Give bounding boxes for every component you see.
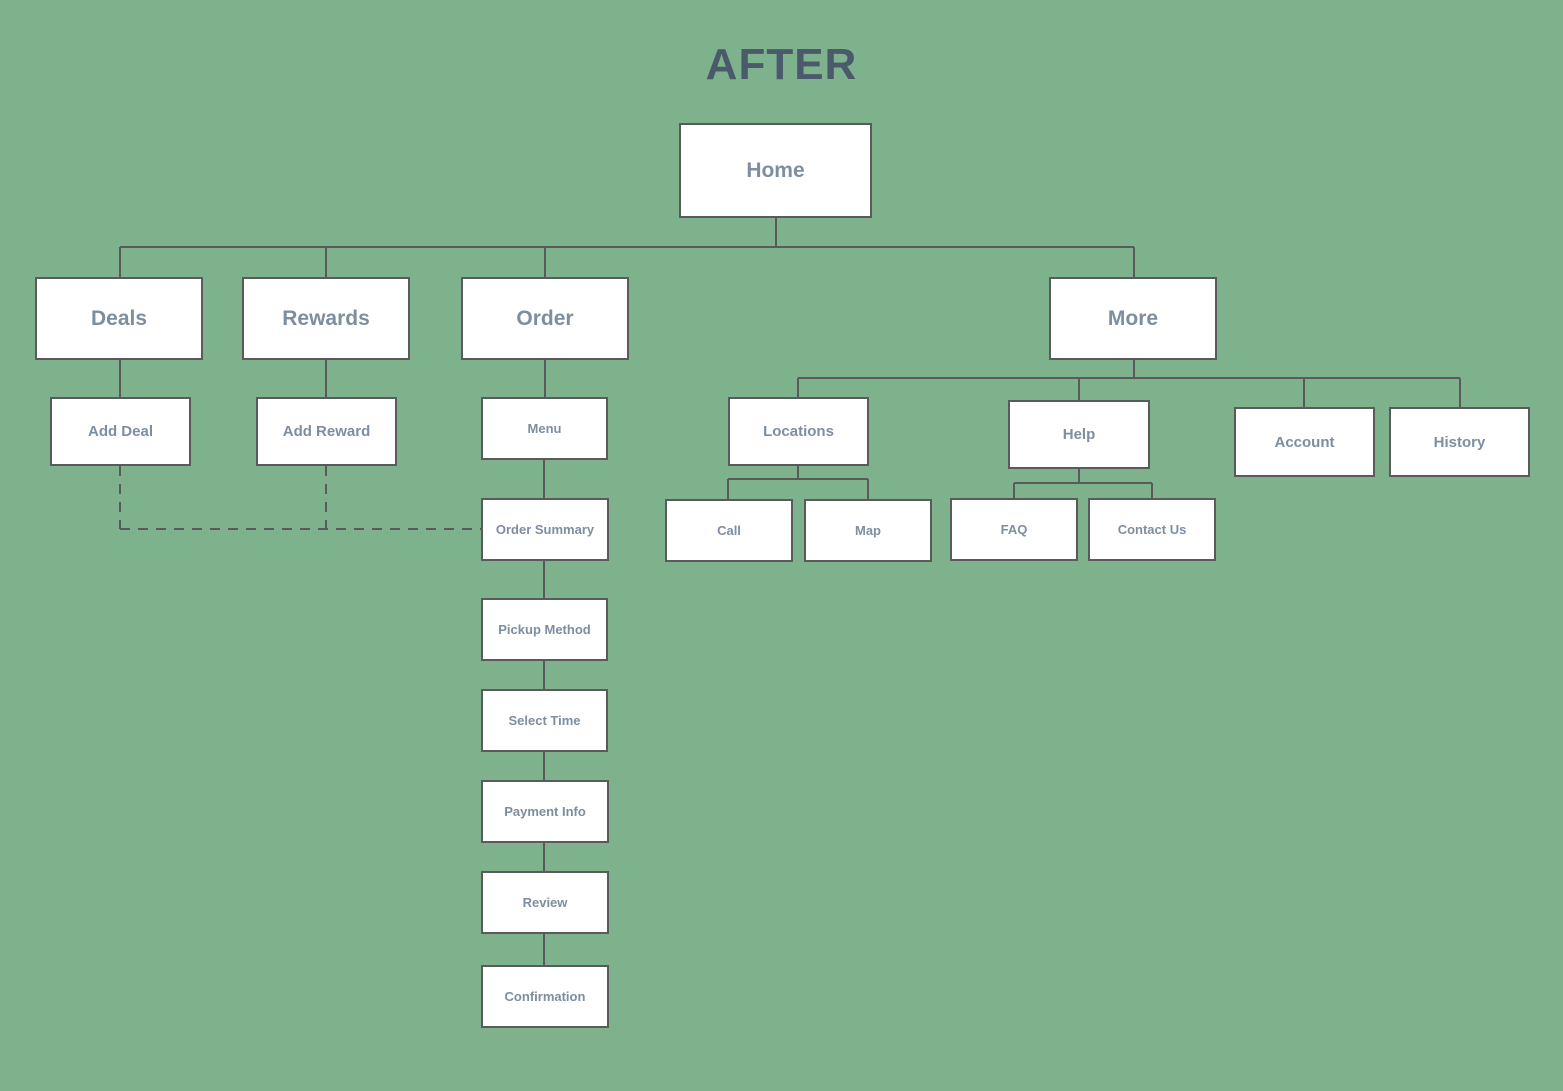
diagram-title: AFTER: [705, 40, 858, 89]
node-payment-info[interactable]: Payment Info: [481, 780, 609, 843]
node-map[interactable]: Map: [804, 499, 932, 562]
node-history[interactable]: History: [1389, 407, 1530, 477]
node-deals[interactable]: Deals: [35, 277, 203, 360]
node-help[interactable]: Help: [1008, 400, 1150, 469]
node-home[interactable]: Home: [679, 123, 872, 218]
node-account[interactable]: Account: [1234, 407, 1375, 477]
node-call[interactable]: Call: [665, 499, 793, 562]
node-order[interactable]: Order: [461, 277, 629, 360]
node-select-time[interactable]: Select Time: [481, 689, 608, 752]
node-locations[interactable]: Locations: [728, 397, 869, 466]
node-confirmation[interactable]: Confirmation: [481, 965, 609, 1028]
node-add-reward[interactable]: Add Reward: [256, 397, 397, 466]
node-review[interactable]: Review: [481, 871, 609, 934]
node-rewards[interactable]: Rewards: [242, 277, 410, 360]
node-pickup-method[interactable]: Pickup Method: [481, 598, 608, 661]
node-more[interactable]: More: [1049, 277, 1217, 360]
node-menu[interactable]: Menu: [481, 397, 608, 460]
node-faq[interactable]: FAQ: [950, 498, 1078, 561]
node-contact-us[interactable]: Contact Us: [1088, 498, 1216, 561]
node-order-summary[interactable]: Order Summary: [481, 498, 609, 561]
node-add-deal[interactable]: Add Deal: [50, 397, 191, 466]
